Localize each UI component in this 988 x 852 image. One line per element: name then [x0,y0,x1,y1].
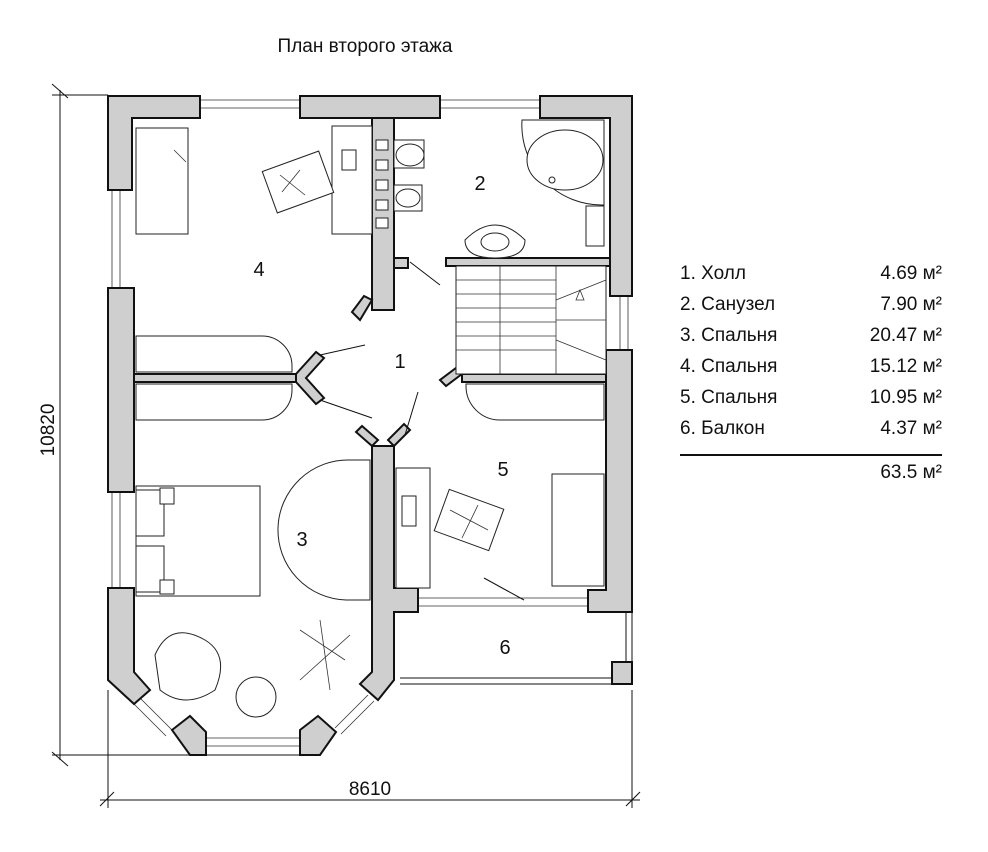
plan-title: План второго этажа [277,36,453,57]
bedroom-4-furniture [135,125,373,235]
room-label-6: 6 [499,637,510,659]
door-swings [319,261,525,601]
windows [111,99,629,747]
legend-room-name: 4. Спальня [680,356,778,377]
legend-row: 6. Балкон 4.37 м² [680,413,942,444]
staircase [455,265,607,375]
legend-row: 4. Спальня 15.12 м² [680,351,942,382]
area-legend: 1. Холл 4.69 м² 2. Санузел 7.90 м² 3. Спал… [680,258,942,490]
bedroom-5-furniture [395,467,605,589]
dimension-height: 10820 [38,404,59,457]
legend-room-area: 4.69 м² [880,263,942,284]
room-label-4: 4 [253,259,264,281]
bathroom-fixtures [375,119,605,259]
legend-room-name: 5. Спальня [680,387,778,408]
bedroom-3-furniture [135,485,351,718]
legend-room-name: 6. Балкон [680,418,765,439]
room-label-1: 1 [394,351,405,373]
legend-row: 2. Санузел 7.90 м² [680,289,942,320]
legend-room-area: 15.12 м² [869,356,942,377]
room-label-3: 3 [296,529,307,551]
legend-room-name: 3. Спальня [680,325,778,346]
legend-total: 63.5 м² [880,462,942,483]
legend-row: 3. Спальня 20.47 м² [680,320,942,351]
balcony [400,612,633,685]
legend-room-area: 4.37 м² [880,418,942,439]
dimension-lines [51,83,641,808]
legend-room-area: 7.90 м² [880,294,942,315]
legend-row: 5. Спальня 10.95 м² [680,382,942,413]
room-label-2: 2 [474,173,485,195]
dimension-width: 8610 [349,779,391,800]
legend-room-area: 10.95 м² [869,387,942,408]
walls [107,95,633,756]
wardrobes [135,335,605,601]
legend-room-area: 20.47 м² [869,325,942,346]
room-label-5: 5 [497,459,508,481]
legend-room-name: 1. Холл [680,263,746,284]
legend-separator [680,454,942,456]
legend-room-name: 2. Санузел [680,294,776,315]
legend-row: 1. Холл 4.69 м² [680,258,942,289]
